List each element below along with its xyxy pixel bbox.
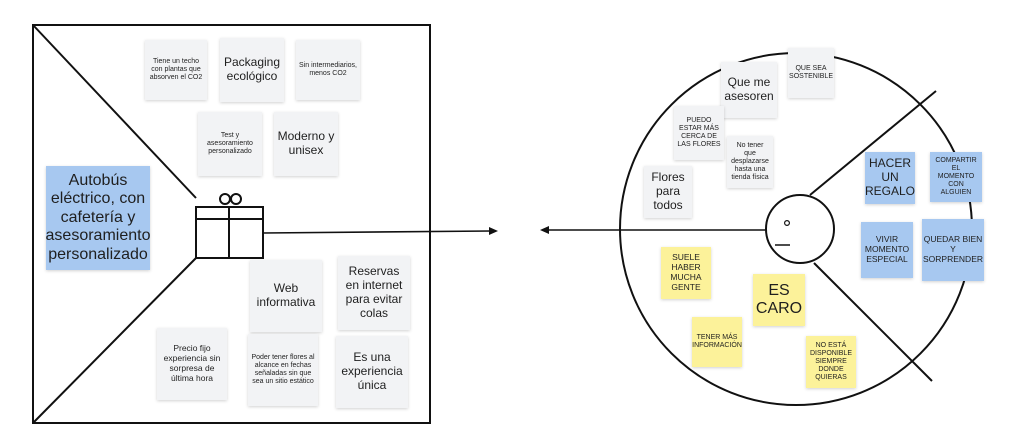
gift-icon	[195, 193, 264, 259]
note-caro: ES CARO	[753, 274, 805, 326]
value-map-diagonal-top	[32, 24, 197, 199]
note-informacion: TENER MÁS INFORMACIÓN	[692, 317, 742, 367]
note-flores-todos: Flores para todos	[644, 166, 692, 218]
note-disponible: NO ESTÁ DISPONIBLE SIEMPRE DONDE QUIERAS	[806, 336, 856, 388]
note-flores-fechas: Poder tener flores al alcance en fechas …	[248, 334, 318, 406]
value-map-square	[32, 24, 431, 424]
note-momento: VIVIR MOMENTO ESPECIAL	[861, 222, 913, 278]
note-packaging: Packaging ecológico	[220, 38, 284, 102]
note-regalo: HACER UN REGALO	[865, 152, 915, 204]
arrow-left-to-center	[262, 230, 492, 234]
note-compartir: COMPARTIR EL MOMENTO CON ALGUIEN	[930, 152, 982, 202]
note-techo: Tiene un techo con plantas que absorven …	[145, 40, 207, 100]
note-quedar: QUEDAR BIEN Y SORPRENDER	[922, 219, 984, 281]
profile-divider-bottom	[813, 262, 933, 382]
note-experiencia: Es una experiencia única	[336, 336, 408, 408]
note-web: Web informativa	[250, 260, 322, 332]
note-sostenible: QUE SEA SOSTENIBLE	[788, 48, 834, 98]
note-test: Test y asesoramiento personalizado	[198, 112, 262, 176]
note-moderno: Moderno y unisex	[274, 112, 338, 176]
note-reservas: Reservas en internet para evitar colas	[338, 256, 410, 330]
note-asesoren: Que me asesoren	[721, 62, 777, 118]
note-gente: SUELE HABER MUCHA GENTE	[661, 247, 711, 299]
product-note: Autobús eléctrico, con cafetería y aseso…	[46, 166, 150, 270]
note-cerca: PUEDO ESTAR MÁS CERCA DE LAS FLORES	[674, 106, 724, 160]
note-intermediarios: Sin intermediarios, menos CO2	[296, 40, 360, 100]
note-precio: Precio fijo experiencia sin sorpresa de …	[157, 328, 227, 400]
note-desplazarse: No tener que desplazarse hasta una tiend…	[727, 136, 773, 188]
arrowhead-left	[540, 226, 549, 234]
face-icon	[765, 194, 835, 264]
value-map-diagonal-bottom	[32, 257, 197, 424]
arrowhead-right	[489, 227, 498, 235]
profile-divider-top	[809, 90, 937, 196]
face-eye	[783, 220, 790, 227]
